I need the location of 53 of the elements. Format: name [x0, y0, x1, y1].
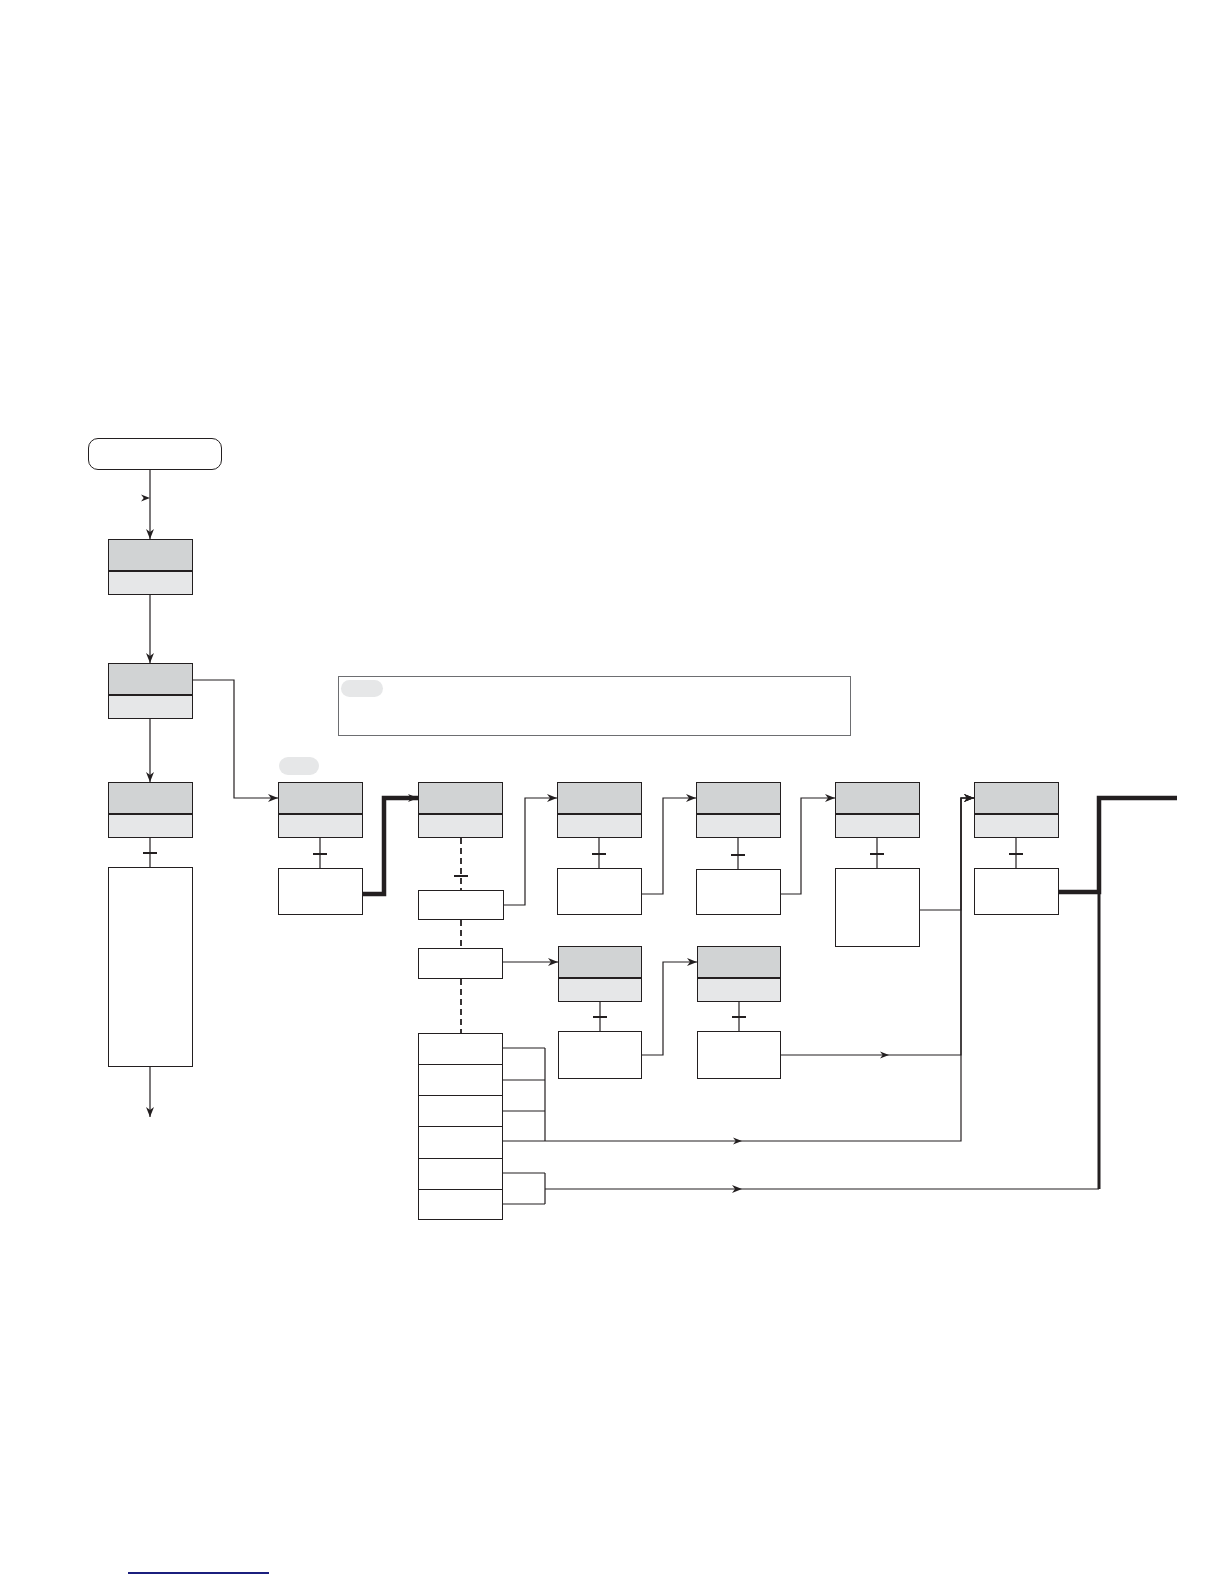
relationship-line — [869, 837, 885, 869]
split-box — [558, 946, 642, 1002]
relationship-line — [453, 837, 469, 891]
connector-line — [460, 919, 462, 949]
arrow — [192, 679, 279, 802]
split-box — [108, 539, 193, 595]
relationship-line — [142, 837, 158, 868]
arrow — [641, 794, 697, 895]
process-box — [696, 869, 781, 915]
list-row-box — [418, 1064, 503, 1096]
arrow — [502, 958, 559, 966]
split-box — [697, 946, 781, 1002]
split-box — [974, 782, 1059, 838]
split-box — [108, 782, 193, 838]
arrow — [146, 594, 154, 664]
list-row-box — [418, 1158, 503, 1190]
process-box — [557, 868, 642, 915]
arrow — [146, 1066, 154, 1118]
process-box — [974, 868, 1059, 915]
process-box — [278, 868, 363, 915]
arrow — [780, 794, 836, 895]
arrow — [363, 794, 418, 897]
relationship-line — [1008, 837, 1024, 869]
arrow — [641, 958, 698, 1056]
split-box — [418, 782, 503, 838]
arrow — [146, 718, 154, 783]
relationship-line — [592, 1001, 608, 1032]
relationship-line — [591, 837, 607, 869]
split-box — [696, 782, 781, 838]
process-box — [108, 867, 193, 1067]
split-box — [108, 663, 193, 719]
connector-line — [460, 978, 462, 1034]
process-box — [558, 1031, 642, 1079]
process-box — [835, 868, 920, 947]
list-row-box — [418, 1189, 503, 1220]
list-row-box — [418, 1126, 503, 1159]
relationship-line — [730, 837, 746, 870]
arrow — [146, 469, 154, 540]
relationship-line — [312, 837, 328, 869]
connector-line — [1059, 795, 1177, 895]
arrow — [502, 1172, 743, 1205]
split-box — [557, 782, 642, 838]
start-terminal — [88, 438, 222, 470]
split-box — [835, 782, 920, 838]
note-box — [338, 676, 851, 736]
list-row-box — [418, 1095, 503, 1127]
arrow — [503, 794, 558, 906]
process-box — [418, 948, 503, 979]
process-box — [697, 1031, 781, 1079]
process-box — [418, 890, 504, 920]
split-box — [278, 782, 363, 838]
list-row-box — [418, 1033, 503, 1065]
relationship-line — [731, 1001, 747, 1032]
